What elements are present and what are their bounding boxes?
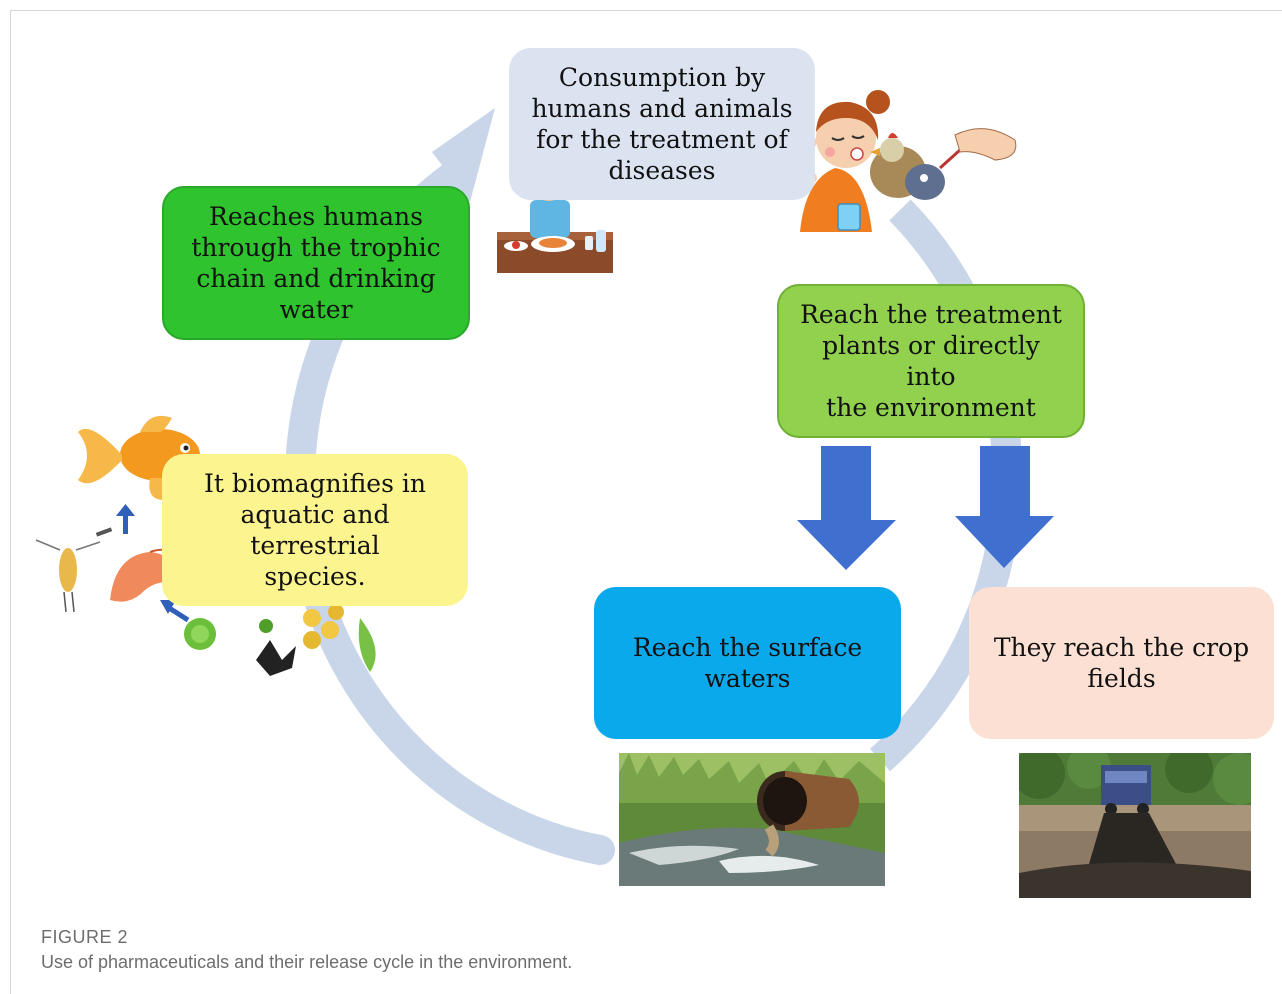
step-text-line: chain and drinking [196, 264, 436, 293]
step-text-line: Reaches humans [209, 202, 423, 231]
step-text-line: waters [704, 664, 791, 693]
figure-label: FIGURE 2 [41, 927, 129, 947]
down-arrow-right [955, 446, 1054, 568]
step-crop-fields-box: They reach the crop fields [969, 587, 1274, 739]
step-text-line: aquatic and terrestrial [240, 500, 390, 560]
step-text-line: through the trophic [191, 233, 441, 262]
figure-frame [10, 10, 1282, 994]
up-arrow-icon [116, 504, 135, 534]
step-text-line: plants or directly into [822, 331, 1040, 391]
figure-caption: Use of pharmaceuticals and their release… [41, 952, 573, 972]
step-text-line: Reach the treatment [800, 300, 1062, 329]
step-text-line: They reach the crop [993, 633, 1250, 662]
drainage-pipe-photo [619, 753, 885, 886]
zooplankton-icon [35, 527, 113, 613]
diagonal-arrow-icon [160, 600, 190, 623]
step-treatment-box: Reach the treatment plants or directly i… [777, 284, 1085, 438]
step-reaches-humans-box: Reaches humans through the trophic chain… [162, 186, 470, 340]
step-biomagnifies-box: It biomagnifies in aquatic and terrestri… [162, 454, 468, 606]
step-text-line: It biomagnifies in [204, 469, 426, 498]
step-text-line: Consumption by [558, 63, 766, 92]
algae-icon [184, 604, 376, 676]
step-text-line: the environment [826, 393, 1036, 422]
medicated-animals-icon [870, 128, 1017, 200]
step-text-line: for the treatment of [536, 125, 788, 154]
step-text-line: water [279, 295, 353, 324]
step-text-line: Reach the surface [632, 633, 863, 662]
down-arrow-left [797, 446, 896, 570]
step-consumption-box: Consumption by humans and animals for th… [509, 48, 815, 200]
step-text-line: fields [1087, 664, 1156, 693]
dump-truck-field-photo [1019, 753, 1251, 898]
step-text-line: diseases [608, 156, 716, 185]
step-surface-waters-box: Reach the surface waters [594, 587, 901, 739]
step-text-line: species. [264, 562, 366, 591]
step-text-line: humans and animals [531, 94, 793, 123]
